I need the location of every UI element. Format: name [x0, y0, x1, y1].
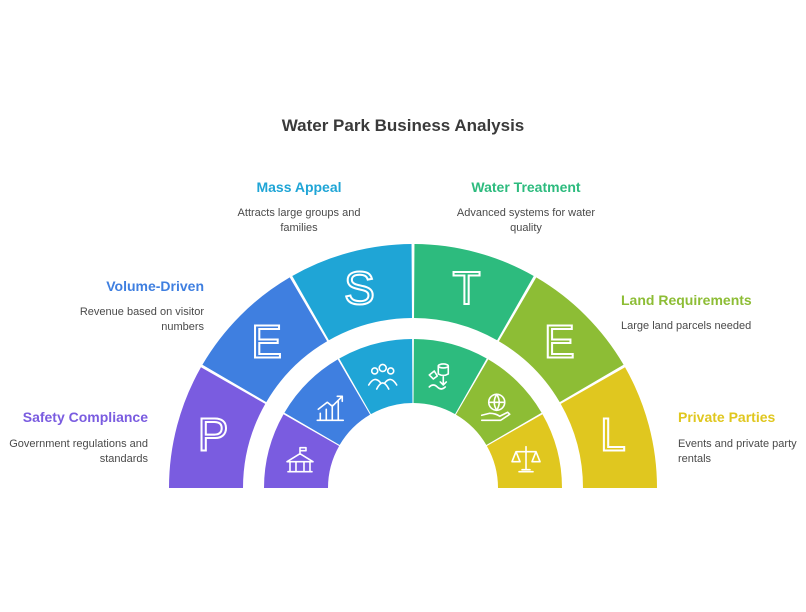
outer-segment-social [292, 244, 412, 341]
segment-letter-technological: T [453, 262, 481, 314]
segment-letter-economic: E [251, 316, 282, 368]
people-group-icon [367, 363, 398, 390]
segment-desc-social: Attracts large groups and families [237, 207, 361, 234]
outer-segment-legal [560, 367, 657, 488]
segment-label-environmental: Land Requirements [621, 292, 752, 308]
segment-letter-environmental: E [544, 316, 575, 368]
government-building-icon [286, 446, 314, 473]
outer-segment-technological [414, 244, 534, 341]
page-title: Water Park Business Analysis [281, 116, 525, 135]
growth-chart-icon [316, 395, 345, 422]
segment-label-technological: Water Treatment [471, 179, 581, 195]
segment-label-legal: Private Parties [678, 409, 776, 425]
segment-desc-technological: Advanced systems for water quality [456, 207, 596, 234]
globe-in-hand-icon [480, 393, 511, 422]
segment-label-economic: Volume-Driven [106, 278, 204, 294]
segment-label-political: Safety Compliance [22, 409, 148, 425]
segment-desc-legal: Events and private party rentals [678, 438, 797, 465]
outer-segment-economic [202, 277, 328, 403]
outer-segment-environmental [498, 277, 624, 403]
inner-segment-social [339, 339, 413, 415]
segment-letter-political: P [198, 408, 229, 460]
segment-letter-legal: L [600, 408, 626, 460]
outer-segment-political [169, 367, 266, 488]
water-treatment-icon [428, 363, 450, 390]
segment-desc-economic: Revenue based on visitor numbers [79, 306, 204, 333]
segment-label-social: Mass Appeal [256, 179, 342, 195]
segment-letter-social: S [344, 262, 375, 314]
inner-segment-technological [413, 339, 487, 415]
segment-desc-environmental: Large land parcels needed [621, 320, 752, 332]
legal-scales-icon [511, 445, 541, 473]
segment-desc-political: Government regulations and standards [9, 438, 148, 465]
